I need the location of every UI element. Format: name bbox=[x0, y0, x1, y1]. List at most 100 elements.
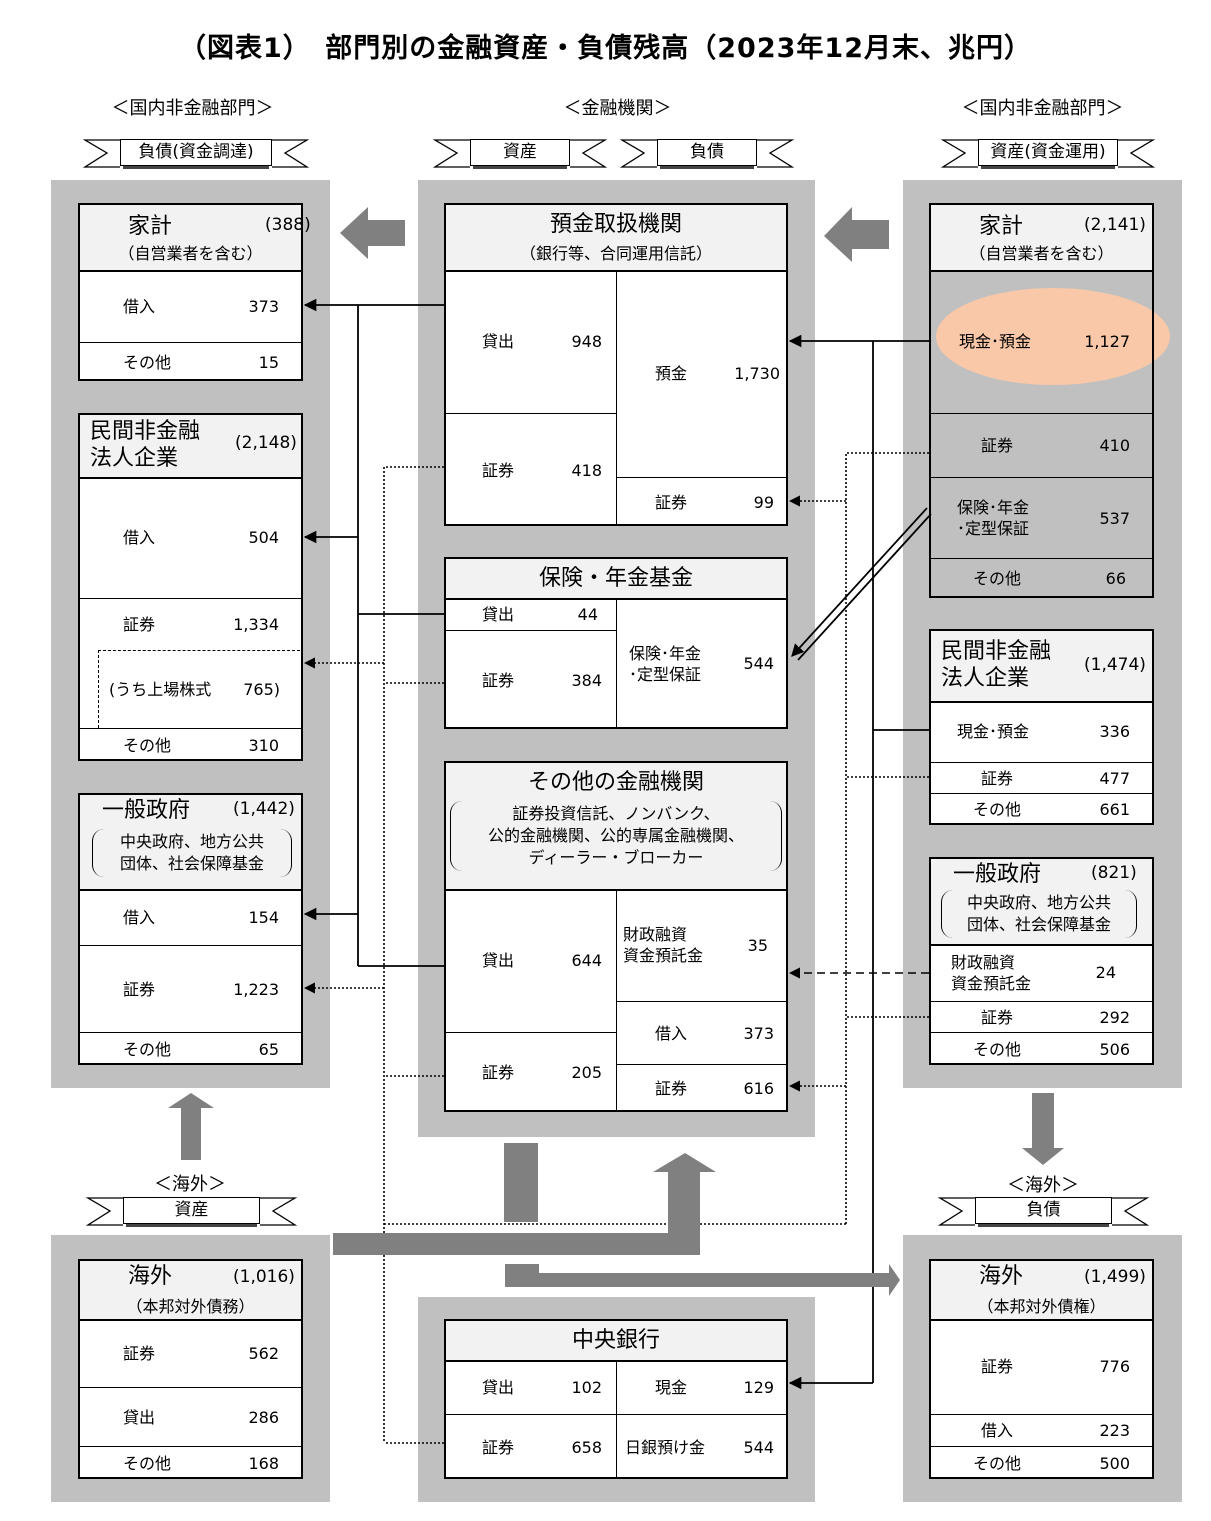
row-label: その他 bbox=[973, 1039, 1022, 1059]
ribbon-left-liabilities: 負債(資金調達) bbox=[120, 139, 272, 166]
box-row: 預金 1,730 bbox=[616, 270, 788, 477]
row-value: 544 bbox=[743, 1437, 774, 1457]
row-label: その他 bbox=[123, 1039, 172, 1059]
row-label: 現金･預金 bbox=[959, 332, 1032, 351]
row-value: 562 bbox=[248, 1343, 279, 1363]
row-label: 預金 bbox=[655, 364, 688, 383]
row-label: 証券 bbox=[123, 1343, 156, 1363]
row-value: 373 bbox=[743, 1023, 774, 1043]
row-label: その他 bbox=[973, 800, 1022, 819]
box-header: 海外(1,499)（本邦対外債権） bbox=[931, 1261, 1152, 1321]
ribbon-overseas-assets: 資産 bbox=[123, 1197, 260, 1224]
box-header: 民間非金融 法人企業(2,148) bbox=[80, 415, 301, 479]
row-label: 証券 bbox=[981, 768, 1014, 788]
insurance-flow-line bbox=[797, 513, 932, 661]
row-value: 35 bbox=[747, 935, 768, 955]
securities-trunk-right bbox=[845, 452, 929, 1224]
box-c-other: その他の金融機関証券投資信託、ノンバンク、 公的金融機関、公的専属金融機関、 デ… bbox=[444, 761, 788, 1112]
box-total: (1,016) bbox=[233, 1267, 295, 1287]
row-value: 1,127 bbox=[1084, 332, 1130, 351]
row-value: 66 bbox=[1105, 569, 1126, 588]
highlight-ellipse bbox=[936, 288, 1170, 385]
box-row: 財政融資 資金預託金 24 bbox=[929, 944, 1154, 1001]
box-header: 一般政府(821)中央政府、地方公共 団体、社会保障基金 bbox=[931, 859, 1152, 946]
box-subtitle: （本邦対外債務） bbox=[126, 1297, 255, 1316]
row-label: 証券 bbox=[482, 460, 515, 480]
row-label: (うち上場株式 bbox=[109, 680, 212, 699]
box-header: 家計(2,141)（自営業者を含む） bbox=[931, 205, 1152, 272]
box-header: 預金取扱機関（銀行等、合同運用信託） bbox=[446, 205, 786, 272]
box-total: (2,148) bbox=[235, 433, 297, 453]
box-header: 中央銀行 bbox=[446, 1321, 786, 1362]
row-value: 310 bbox=[248, 735, 279, 755]
row-value: 102 bbox=[571, 1377, 602, 1397]
section-right-domestic-nonfinancial: ＜国内非金融部門＞ bbox=[961, 98, 1124, 119]
box-title: その他の金融機関 bbox=[527, 770, 704, 795]
box-title: 海外 bbox=[979, 1264, 1024, 1289]
row-value: 1,730 bbox=[734, 364, 780, 383]
row-value: 776 bbox=[1099, 1357, 1130, 1376]
box-header: 家計(388)（自営業者を含む） bbox=[80, 205, 311, 272]
page-title: （図表1） 部門別の金融資産・負債残高（2023年12月末、兆円） bbox=[178, 33, 1032, 64]
row-value: 129 bbox=[743, 1377, 774, 1397]
box-row: 貸出 286 bbox=[78, 1387, 303, 1446]
row-label: 証券 bbox=[482, 1437, 515, 1457]
box-row: 現金･預金 1,127 bbox=[929, 270, 1154, 413]
row-label: 証券 bbox=[655, 1079, 688, 1098]
box-total: (1,474) bbox=[1084, 655, 1146, 675]
box-title: 中央銀行 bbox=[571, 1328, 660, 1353]
box-total: (1,499) bbox=[1084, 1267, 1146, 1287]
big-arrow-right-overseas bbox=[505, 1264, 900, 1296]
row-value: 154 bbox=[248, 907, 279, 927]
row-label: 保険･年金 ･定型保証 bbox=[957, 498, 1030, 538]
row-label: 現金･預金 bbox=[957, 722, 1030, 741]
row-value: 24 bbox=[1095, 963, 1116, 982]
box-header: 民間非金融 法人企業 (1,474) bbox=[931, 631, 1152, 703]
row-value: 44 bbox=[577, 604, 598, 624]
row-label: 借入 bbox=[123, 528, 156, 547]
insurance-flow-arrow bbox=[791, 507, 928, 657]
row-label: 貸出 bbox=[123, 1407, 156, 1427]
row-label: その他 bbox=[123, 1453, 172, 1473]
big-arrow-left-assets bbox=[824, 207, 889, 262]
big-bar-down bbox=[504, 1143, 538, 1222]
box-title: 預金取扱機関 bbox=[549, 212, 682, 237]
row-value: 504 bbox=[248, 528, 279, 547]
row-value: 286 bbox=[248, 1407, 279, 1427]
row-value: 65 bbox=[258, 1039, 279, 1059]
row-value: 168 bbox=[248, 1453, 279, 1473]
box-title: 保険・年金基金 bbox=[538, 566, 693, 591]
box-subtitle: 証券投資信託、ノンバンク、 公的金融機関、公的専属金融機関、 ディーラー・ブロー… bbox=[450, 801, 782, 871]
box-subtitle: （自営業者を含む） bbox=[118, 244, 263, 263]
box-title: 民間非金融 法人企業 bbox=[941, 639, 1052, 691]
row-label: 貸出 bbox=[482, 1377, 515, 1397]
box-row: 貸出 102 bbox=[444, 1360, 616, 1414]
overseas-label-left: ＜海外＞ bbox=[154, 1174, 226, 1195]
row-label: 財政融資 資金預託金 bbox=[951, 952, 1032, 993]
section-left-domestic-nonfinancial: ＜国内非金融部門＞ bbox=[111, 98, 274, 119]
row-value: 99 bbox=[753, 492, 774, 512]
row-value: 616 bbox=[743, 1079, 774, 1098]
box-title: 家計 bbox=[979, 214, 1024, 239]
